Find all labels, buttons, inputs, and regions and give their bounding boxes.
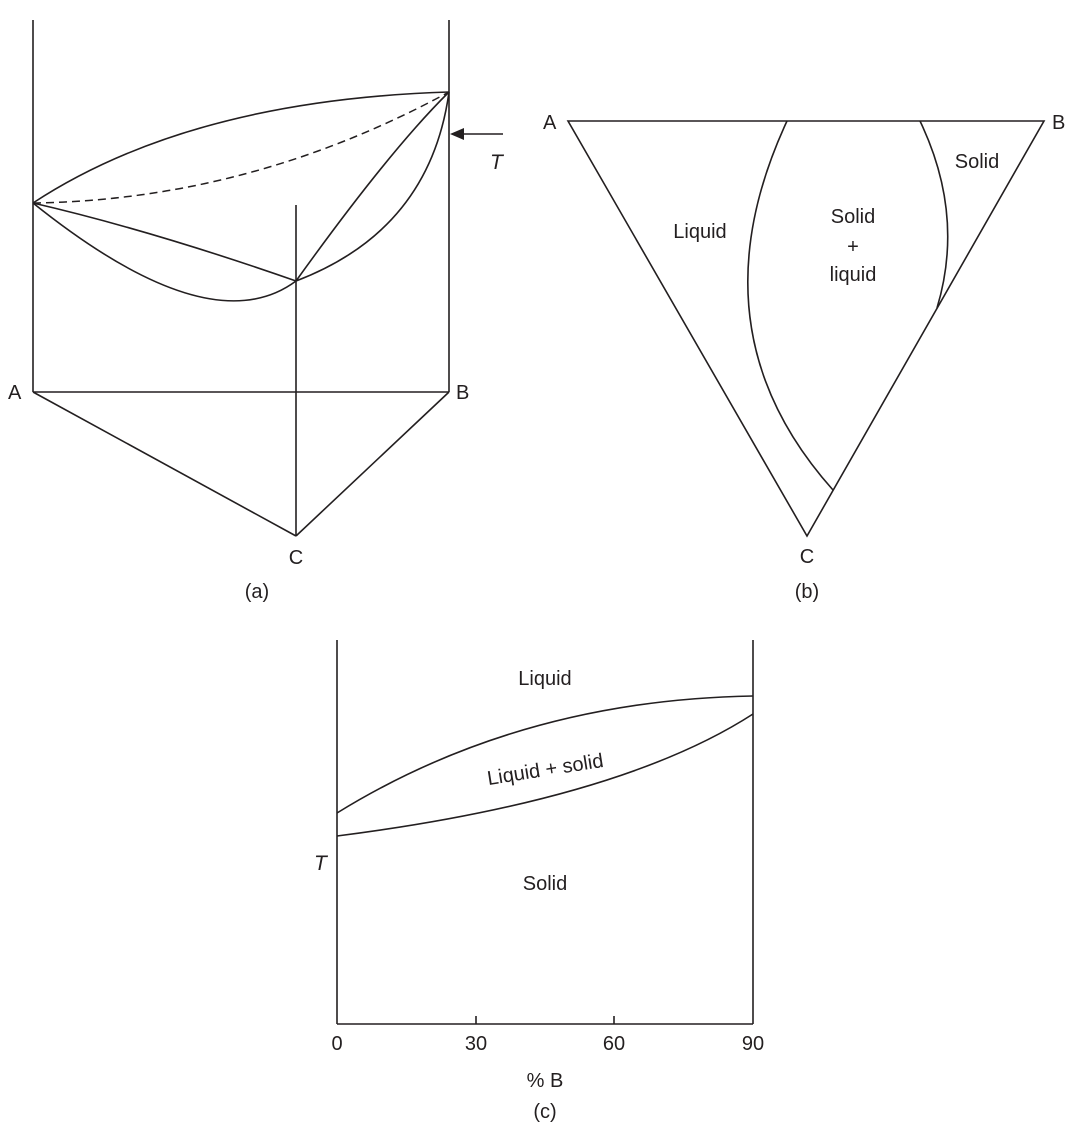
y-axis-label: T [314,852,329,875]
liquidus-boundary-curve [747,120,834,491]
solidus-ab-dashed-curve [32,91,450,204]
vertex-b-label: B [1052,112,1065,134]
solidus-ac-curve [32,202,297,302]
region-solid-label: Solid [955,151,999,173]
x-axis-label: % B [527,1070,564,1092]
region-solid-liquid-line3: liquid [830,264,877,286]
base-edge-bc [295,391,450,537]
panel-c: Liquid Liquid + solid Solid T 0 30 60 90… [314,640,764,1122]
liquidus-ac-curve [32,202,297,282]
region-liquid-label: Liquid [673,221,726,243]
panel-a-caption: (a) [245,581,269,603]
region-liquid-solid-label: Liquid + solid [486,750,605,790]
liquidus-bc-curve [295,91,450,282]
vertex-c-label: C [800,546,814,568]
region-solid-liquid-line2: + [847,236,859,258]
arrow-head-icon [450,128,464,140]
region-solid-label: Solid [523,873,567,895]
x-tick-label-30: 30 [465,1033,487,1055]
panel-a: T A B C (a) [8,20,505,603]
temperature-arrow [450,128,503,140]
panel-c-caption: (c) [533,1101,556,1122]
solidus-boundary-curve [919,120,949,309]
solidus-curve [336,713,754,837]
base-edge-ac [32,391,297,537]
ternary-triangle [566,120,1046,538]
vertex-a-label: A [543,112,557,134]
vertex-c-label: C [289,547,303,569]
liquidus-ab-curve [32,91,450,204]
x-tick-label-60: 60 [603,1033,625,1055]
x-tick-label-90: 90 [742,1033,764,1055]
vertex-b-label: B [456,382,469,404]
solidus-bc-curve [295,91,450,282]
liquidus-curve [336,695,754,814]
temperature-label: T [490,151,505,174]
region-liquid-label: Liquid [518,668,571,690]
vertex-a-label: A [8,382,22,404]
panel-b: A B C Liquid Solid + liquid Solid (b) [543,112,1065,603]
region-solid-liquid-line1: Solid [831,206,875,228]
x-tick-label-0: 0 [331,1033,342,1055]
panel-b-caption: (b) [795,581,819,603]
